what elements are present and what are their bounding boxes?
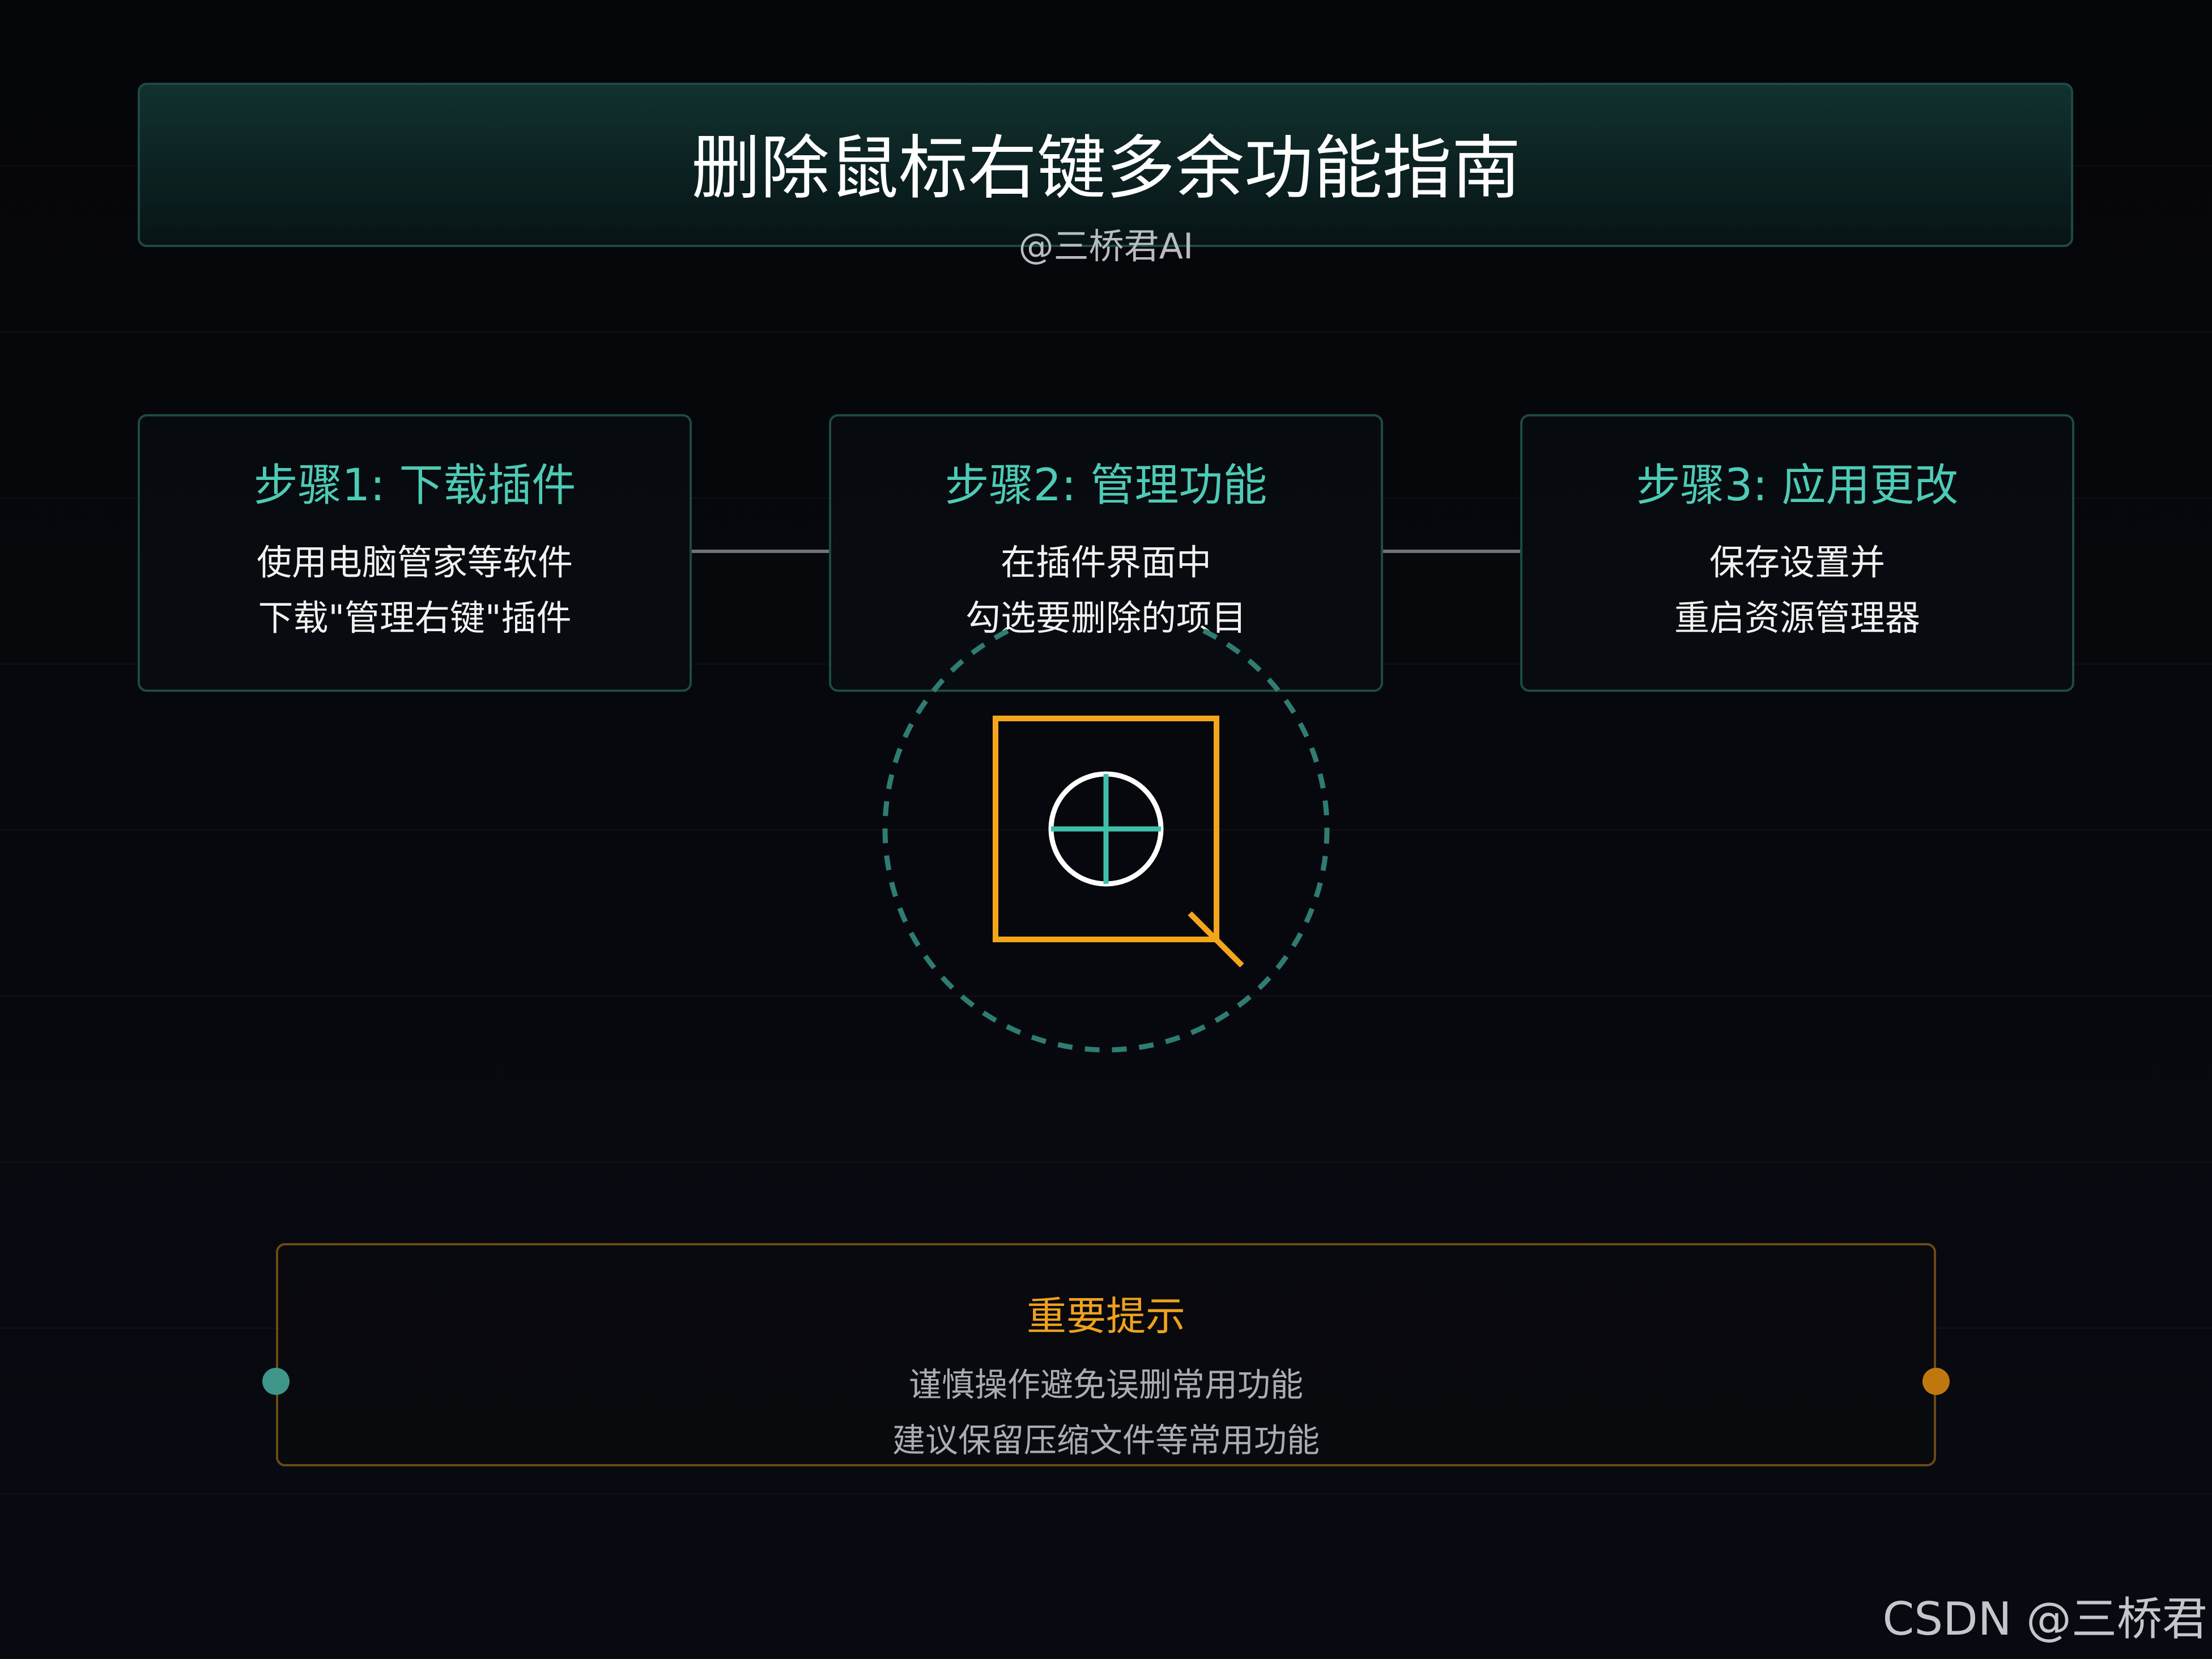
- step-description-line: 使用电脑管家等软件: [256, 542, 573, 583]
- tip-line: 建议保留压缩文件等常用功能: [892, 1421, 1320, 1460]
- tip-line: 谨慎操作避免误删常用功能: [908, 1366, 1303, 1404]
- step-description-line: 勾选要删除的项目: [965, 597, 1247, 639]
- step-box-2: 步骤2: 管理功能 在插件界面中 勾选要删除的项目: [829, 414, 1383, 692]
- important-tip-panel: 重要提示 谨慎操作避免误删常用功能 建议保留压缩文件等常用功能: [276, 1243, 1936, 1466]
- grid-line: [0, 1494, 2212, 1495]
- step-box-1: 步骤1: 下载插件 使用电脑管家等软件 下载"管理右键"插件: [138, 414, 692, 692]
- magnifier-crosshair-icon: [882, 629, 1330, 1053]
- step-description-line: 下载"管理右键"插件: [258, 597, 572, 639]
- step-box-3: 步骤3: 应用更改 保存设置并 重启资源管理器: [1520, 414, 2074, 692]
- step-title: 步骤2: 管理功能: [945, 460, 1267, 511]
- step-title: 步骤1: 下载插件: [253, 460, 576, 511]
- selection-frame-icon: [993, 716, 1219, 942]
- step-description-line: 在插件界面中: [1000, 542, 1211, 583]
- step-description-line: 重启资源管理器: [1674, 597, 1920, 639]
- tip-title: 重要提示: [1027, 1293, 1185, 1339]
- step-description-line: 保存设置并: [1709, 542, 1885, 583]
- step-title: 步骤3: 应用更改: [1636, 460, 1959, 511]
- page-subtitle: @三桥君AI: [1018, 226, 1194, 267]
- step-connector-2-3: [1382, 550, 1520, 553]
- page-title: 删除鼠标右键多余功能指南: [691, 128, 1521, 209]
- tip-right-dot-icon: [1922, 1368, 1950, 1395]
- grid-line: [0, 331, 2212, 333]
- dashed-ring-icon: [882, 629, 1330, 1053]
- tip-left-dot-icon: [262, 1368, 290, 1395]
- watermark: CSDN @三桥君: [1882, 1593, 2207, 1645]
- title-panel: [138, 83, 2073, 247]
- magnifier-handle-icon: [1188, 911, 1244, 968]
- grid-line: [0, 996, 2212, 997]
- step-connector-1-2: [692, 550, 829, 553]
- grid-line: [0, 1162, 2212, 1163]
